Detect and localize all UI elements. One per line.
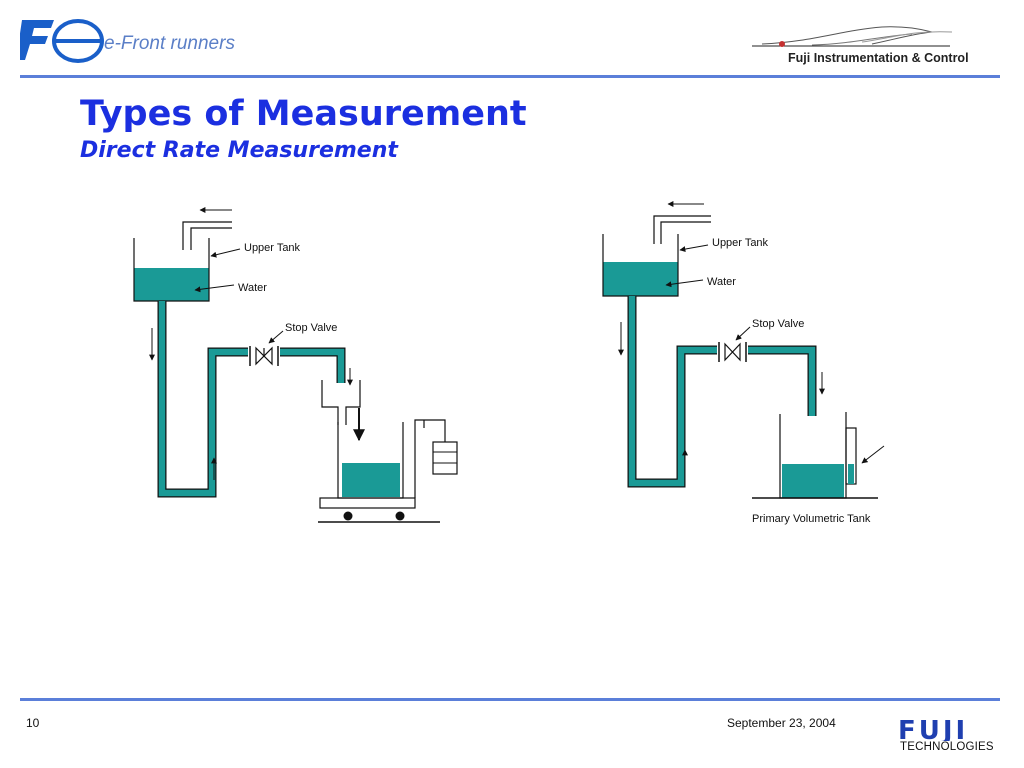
right-volumetric-tank-water [782, 464, 844, 498]
right-pipe [628, 296, 717, 487]
right-upper-tank-water [603, 262, 678, 296]
left-upper-tank-water [134, 268, 209, 301]
right-label-water: Water [707, 276, 736, 288]
footer-date: September 23, 2004 [727, 716, 836, 730]
right-label-stop-valve: Stop Valve [752, 318, 804, 330]
slide-subtitle: Direct Rate Measurement [80, 138, 398, 163]
right-sight-glass-arrow [861, 445, 885, 464]
left-inlet-pipe [182, 221, 232, 250]
left-counterweight [432, 441, 458, 475]
right-label-upper-tank: Upper Tank [712, 237, 769, 249]
diagram-area: Upper Tank Water Stop Valve Uppe [133, 201, 885, 525]
tagline: e-Front runners [104, 33, 235, 54]
left-label-water: Water [238, 282, 267, 294]
brand-swoosh-graphic [752, 26, 953, 47]
fuji-logo: FUJI [898, 717, 968, 741]
left-scale-platform [319, 497, 416, 509]
right-stop-valve [718, 342, 747, 362]
left-pipe [158, 301, 248, 497]
svg-text:FUJI: FUJI [898, 717, 968, 741]
left-diagram: Upper Tank Water Stop Valve [133, 207, 458, 523]
brand-name: Fuji Instrumentation & Control [788, 51, 969, 65]
right-upper-tank [602, 234, 679, 297]
left-weigh-tank-water [342, 463, 400, 497]
left-label-upper-tank: Upper Tank [244, 242, 301, 254]
left-upper-tank [133, 238, 210, 302]
fe-logo [20, 19, 104, 63]
fuji-technologies: TECHNOLOGIES [900, 741, 994, 753]
right-inlet-pipe [653, 215, 711, 244]
bottom-rule [20, 698, 1000, 701]
slide-title: Types of Measurement [80, 94, 527, 134]
right-label-primary-tank: Primary Volumetric Tank [752, 513, 871, 525]
left-stop-valve [249, 346, 279, 366]
left-label-stop-valve: Stop Valve [285, 322, 337, 334]
page-number: 10 [26, 716, 40, 730]
top-rule [20, 75, 1000, 78]
left-scale-beam [414, 419, 446, 498]
left-diverter [321, 380, 361, 425]
right-diagram: Upper Tank Water Stop Valve Primary Volu… [602, 201, 885, 525]
